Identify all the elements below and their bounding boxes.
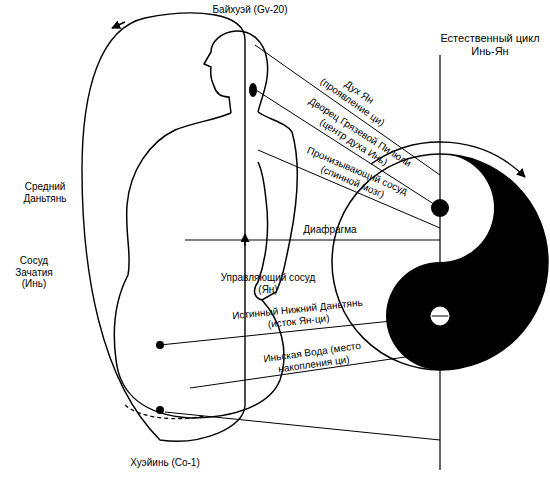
perineum-dashed-line: [125, 405, 205, 419]
meridian-loop: [82, 13, 245, 441]
head-outline: [204, 31, 268, 113]
point-label: Иньская Вода (место накопления ци): [245, 337, 382, 379]
point-label: Байхуэй (Gv-20): [190, 4, 310, 16]
leader-line: [165, 412, 440, 440]
leader-line: [256, 90, 440, 208]
leader-line: [255, 45, 440, 175]
ear-mark: [249, 83, 257, 97]
point-label: Средний Даньтянь: [14, 181, 76, 204]
point-label: Хуэйинь (Co-1): [110, 457, 220, 469]
point-dot: [156, 406, 164, 414]
flow-arrow: [112, 22, 125, 28]
point-label: Диафрагма: [290, 224, 370, 236]
point-label: Истинный Нижний Даньтянь (исток Ян-ци): [220, 295, 377, 334]
governing-vessel-line: [244, 40, 245, 405]
yin-yang-black: [386, 154, 548, 370]
node-heading: Естественный цикл Инь-Ян: [440, 32, 540, 57]
point-label: Сосуд Зачатия (Инь): [4, 255, 64, 290]
point-label: Управляющий сосуд (Ян): [213, 272, 323, 295]
body-front-outline: [114, 113, 231, 418]
yin-dot: [431, 307, 449, 325]
yin-dot-mark: [432, 316, 448, 317]
leader-line: [185, 240, 440, 241]
yang-dot: [431, 199, 449, 217]
